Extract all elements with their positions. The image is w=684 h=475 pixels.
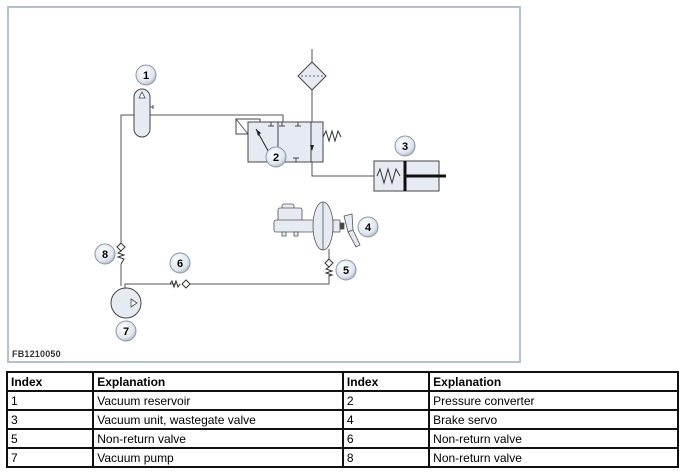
callout-3-label: 3 bbox=[402, 141, 408, 153]
header-index-1: Index bbox=[5, 371, 95, 392]
non-return-valve-8-symbol bbox=[116, 242, 126, 265]
table-row: 3 Vacuum unit, wastegate valve 4 Brake s… bbox=[5, 409, 679, 430]
header-explanation-1: Explanation bbox=[92, 371, 344, 392]
vacuum-system-diagram: 1 2 3 4 5 6 7 8 bbox=[94, 49, 446, 342]
figure-id-label: FB1210050 bbox=[12, 349, 61, 359]
callout-1: 1 bbox=[135, 64, 157, 86]
callout-3: 3 bbox=[394, 135, 416, 157]
callout-5: 5 bbox=[335, 259, 357, 281]
cell-index: 1 bbox=[5, 390, 95, 411]
legend-table: Index Explanation Index Explanation 1 Va… bbox=[5, 371, 679, 468]
brake-servo-symbol bbox=[273, 201, 361, 251]
cell-index: 6 bbox=[341, 428, 431, 449]
callout-6: 6 bbox=[169, 252, 191, 274]
non-return-valve-5-symbol bbox=[324, 258, 334, 277]
callout-5-label: 5 bbox=[343, 265, 349, 277]
table-row: 1 Vacuum reservoir 2 Pressure converter bbox=[5, 390, 679, 411]
header-index-2: Index bbox=[341, 371, 431, 392]
callout-1-label: 1 bbox=[143, 70, 149, 82]
cell-index: 3 bbox=[5, 409, 95, 430]
cell-explanation: Non-return valve bbox=[428, 428, 679, 449]
table-row: 7 Vacuum pump 8 Non-return valve bbox=[5, 447, 679, 468]
line-reservoir-to-converter bbox=[146, 114, 284, 122]
vacuum-lines bbox=[120, 49, 374, 290]
cell-explanation: Vacuum unit, wastegate valve bbox=[92, 409, 344, 430]
header-explanation-2: Explanation bbox=[428, 371, 679, 392]
cell-explanation: Non-return valve bbox=[428, 447, 679, 468]
wastegate-vacuum-unit-symbol bbox=[373, 160, 446, 192]
line-reservoir-to-valve8 bbox=[120, 114, 138, 243]
cell-explanation: Pressure converter bbox=[428, 390, 679, 411]
cell-explanation: Non-return valve bbox=[92, 428, 344, 449]
cell-index: 2 bbox=[341, 390, 431, 411]
pressure-converter-symbol bbox=[235, 118, 342, 163]
cell-index: 7 bbox=[5, 447, 95, 468]
line-filter-to-actuator bbox=[311, 90, 374, 177]
vacuum-pump-symbol bbox=[110, 287, 142, 319]
cell-explanation: Vacuum reservoir bbox=[92, 390, 344, 411]
callout-8: 8 bbox=[94, 243, 116, 265]
cell-index: 5 bbox=[5, 428, 95, 449]
cell-index: 4 bbox=[341, 409, 431, 430]
line-valve6-to-valve5 bbox=[190, 275, 330, 285]
callout-7: 7 bbox=[115, 320, 137, 342]
callout-2-label: 2 bbox=[273, 152, 279, 164]
table-row: 5 Non-return valve 6 Non-return valve bbox=[5, 428, 679, 449]
vacuum-reservoir-symbol bbox=[133, 88, 154, 138]
legend-header-row: Index Explanation Index Explanation bbox=[5, 371, 679, 392]
callout-7-label: 7 bbox=[123, 326, 129, 338]
cell-index: 8 bbox=[341, 447, 431, 468]
non-return-valve-6-symbol bbox=[169, 279, 191, 289]
callout-4: 4 bbox=[357, 216, 379, 238]
callout-2: 2 bbox=[265, 146, 287, 168]
callout-4-label: 4 bbox=[365, 222, 372, 234]
callout-6-label: 6 bbox=[177, 258, 183, 270]
callout-8-label: 8 bbox=[102, 249, 108, 261]
cell-explanation: Brake servo bbox=[428, 409, 679, 430]
filter-symbol bbox=[297, 61, 327, 91]
cell-explanation: Vacuum pump bbox=[92, 447, 344, 468]
